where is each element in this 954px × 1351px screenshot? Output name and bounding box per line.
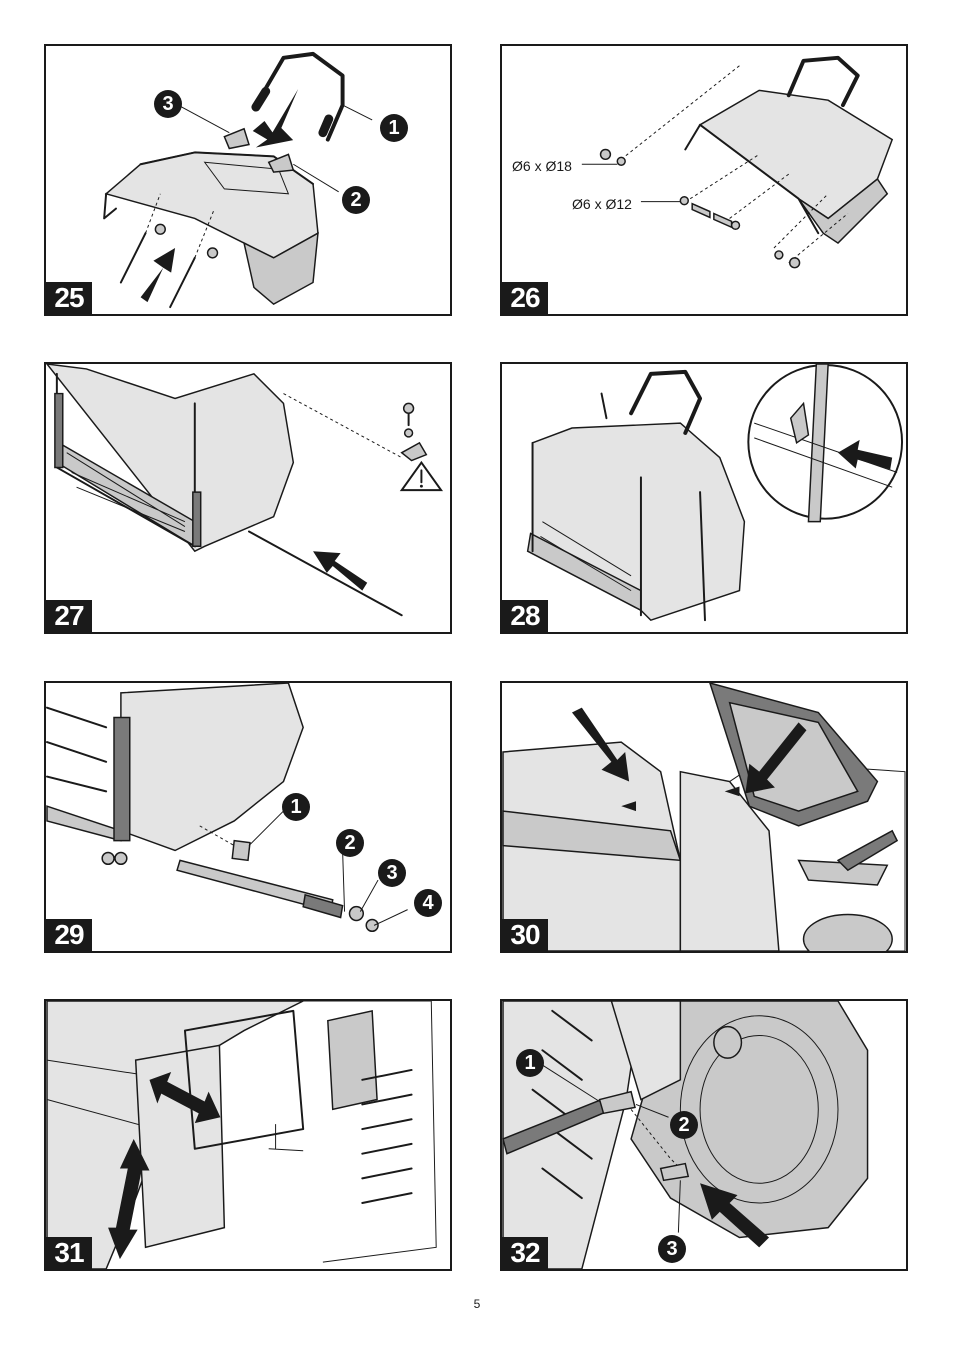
illustration-rear-wheel-pin (502, 1001, 869, 1269)
step-number: 31 (46, 1237, 92, 1269)
arrow-icon (140, 247, 176, 303)
callout-3: 3 (658, 1235, 686, 1263)
arrow-icon (313, 551, 368, 591)
dimension-label-washer-12: Ø6 x Ø12 (572, 196, 632, 212)
figure-panel-28: 28 (500, 362, 908, 634)
callout-4: 4 (414, 889, 442, 917)
page-number: 5 (473, 1297, 481, 1311)
step-number: 25 (46, 282, 92, 314)
illustration-grass-bag-frame-handle (103, 51, 373, 309)
step-number: 29 (46, 919, 92, 951)
callout-3: 3 (378, 859, 406, 887)
illustration-bag-rod-insertion (46, 364, 444, 617)
callout-1: 1 (516, 1049, 544, 1077)
figure-panel-32: 1 2 3 32 (500, 999, 908, 1271)
step-number: 27 (46, 600, 92, 632)
figure-panel-30: 30 (500, 681, 908, 953)
figure-panel-27: 27 (44, 362, 452, 634)
callout-1: 1 (380, 114, 408, 142)
dimension-label-washer-18: Ø6 x Ø18 (512, 158, 572, 174)
figure-panel-25: 3 1 2 25 (44, 44, 452, 316)
illustration-mower-rear-view (502, 683, 906, 951)
double-arrow-icon (108, 1138, 150, 1260)
arrow-icon (838, 439, 893, 470)
illustration-bag-hook-mounting (46, 1001, 437, 1269)
step-number: 32 (502, 1237, 548, 1269)
arrow-icon (700, 1183, 770, 1248)
figure-panel-31: 31 (44, 999, 452, 1271)
callout-2: 2 (670, 1111, 698, 1139)
figure-panel-26: Ø6 x Ø18 Ø6 x Ø12 26 (500, 44, 908, 316)
arrow-icon (252, 88, 299, 148)
step-number: 26 (502, 282, 548, 314)
illustration-gas-strut-parts (46, 683, 408, 933)
step-number: 30 (502, 919, 548, 951)
callout-2: 2 (336, 829, 364, 857)
illustration-assembled-grass-bag (526, 364, 904, 622)
illustration-handle-fasteners (581, 55, 894, 269)
callout-3: 3 (154, 90, 182, 118)
step-number: 28 (502, 600, 548, 632)
double-arrow-icon (149, 1071, 221, 1124)
callout-1: 1 (282, 793, 310, 821)
callout-2: 2 (342, 186, 370, 214)
figure-panel-29: 1 2 3 4 29 (44, 681, 452, 953)
arrow-icon (745, 722, 807, 794)
arrow-icon (571, 707, 630, 782)
